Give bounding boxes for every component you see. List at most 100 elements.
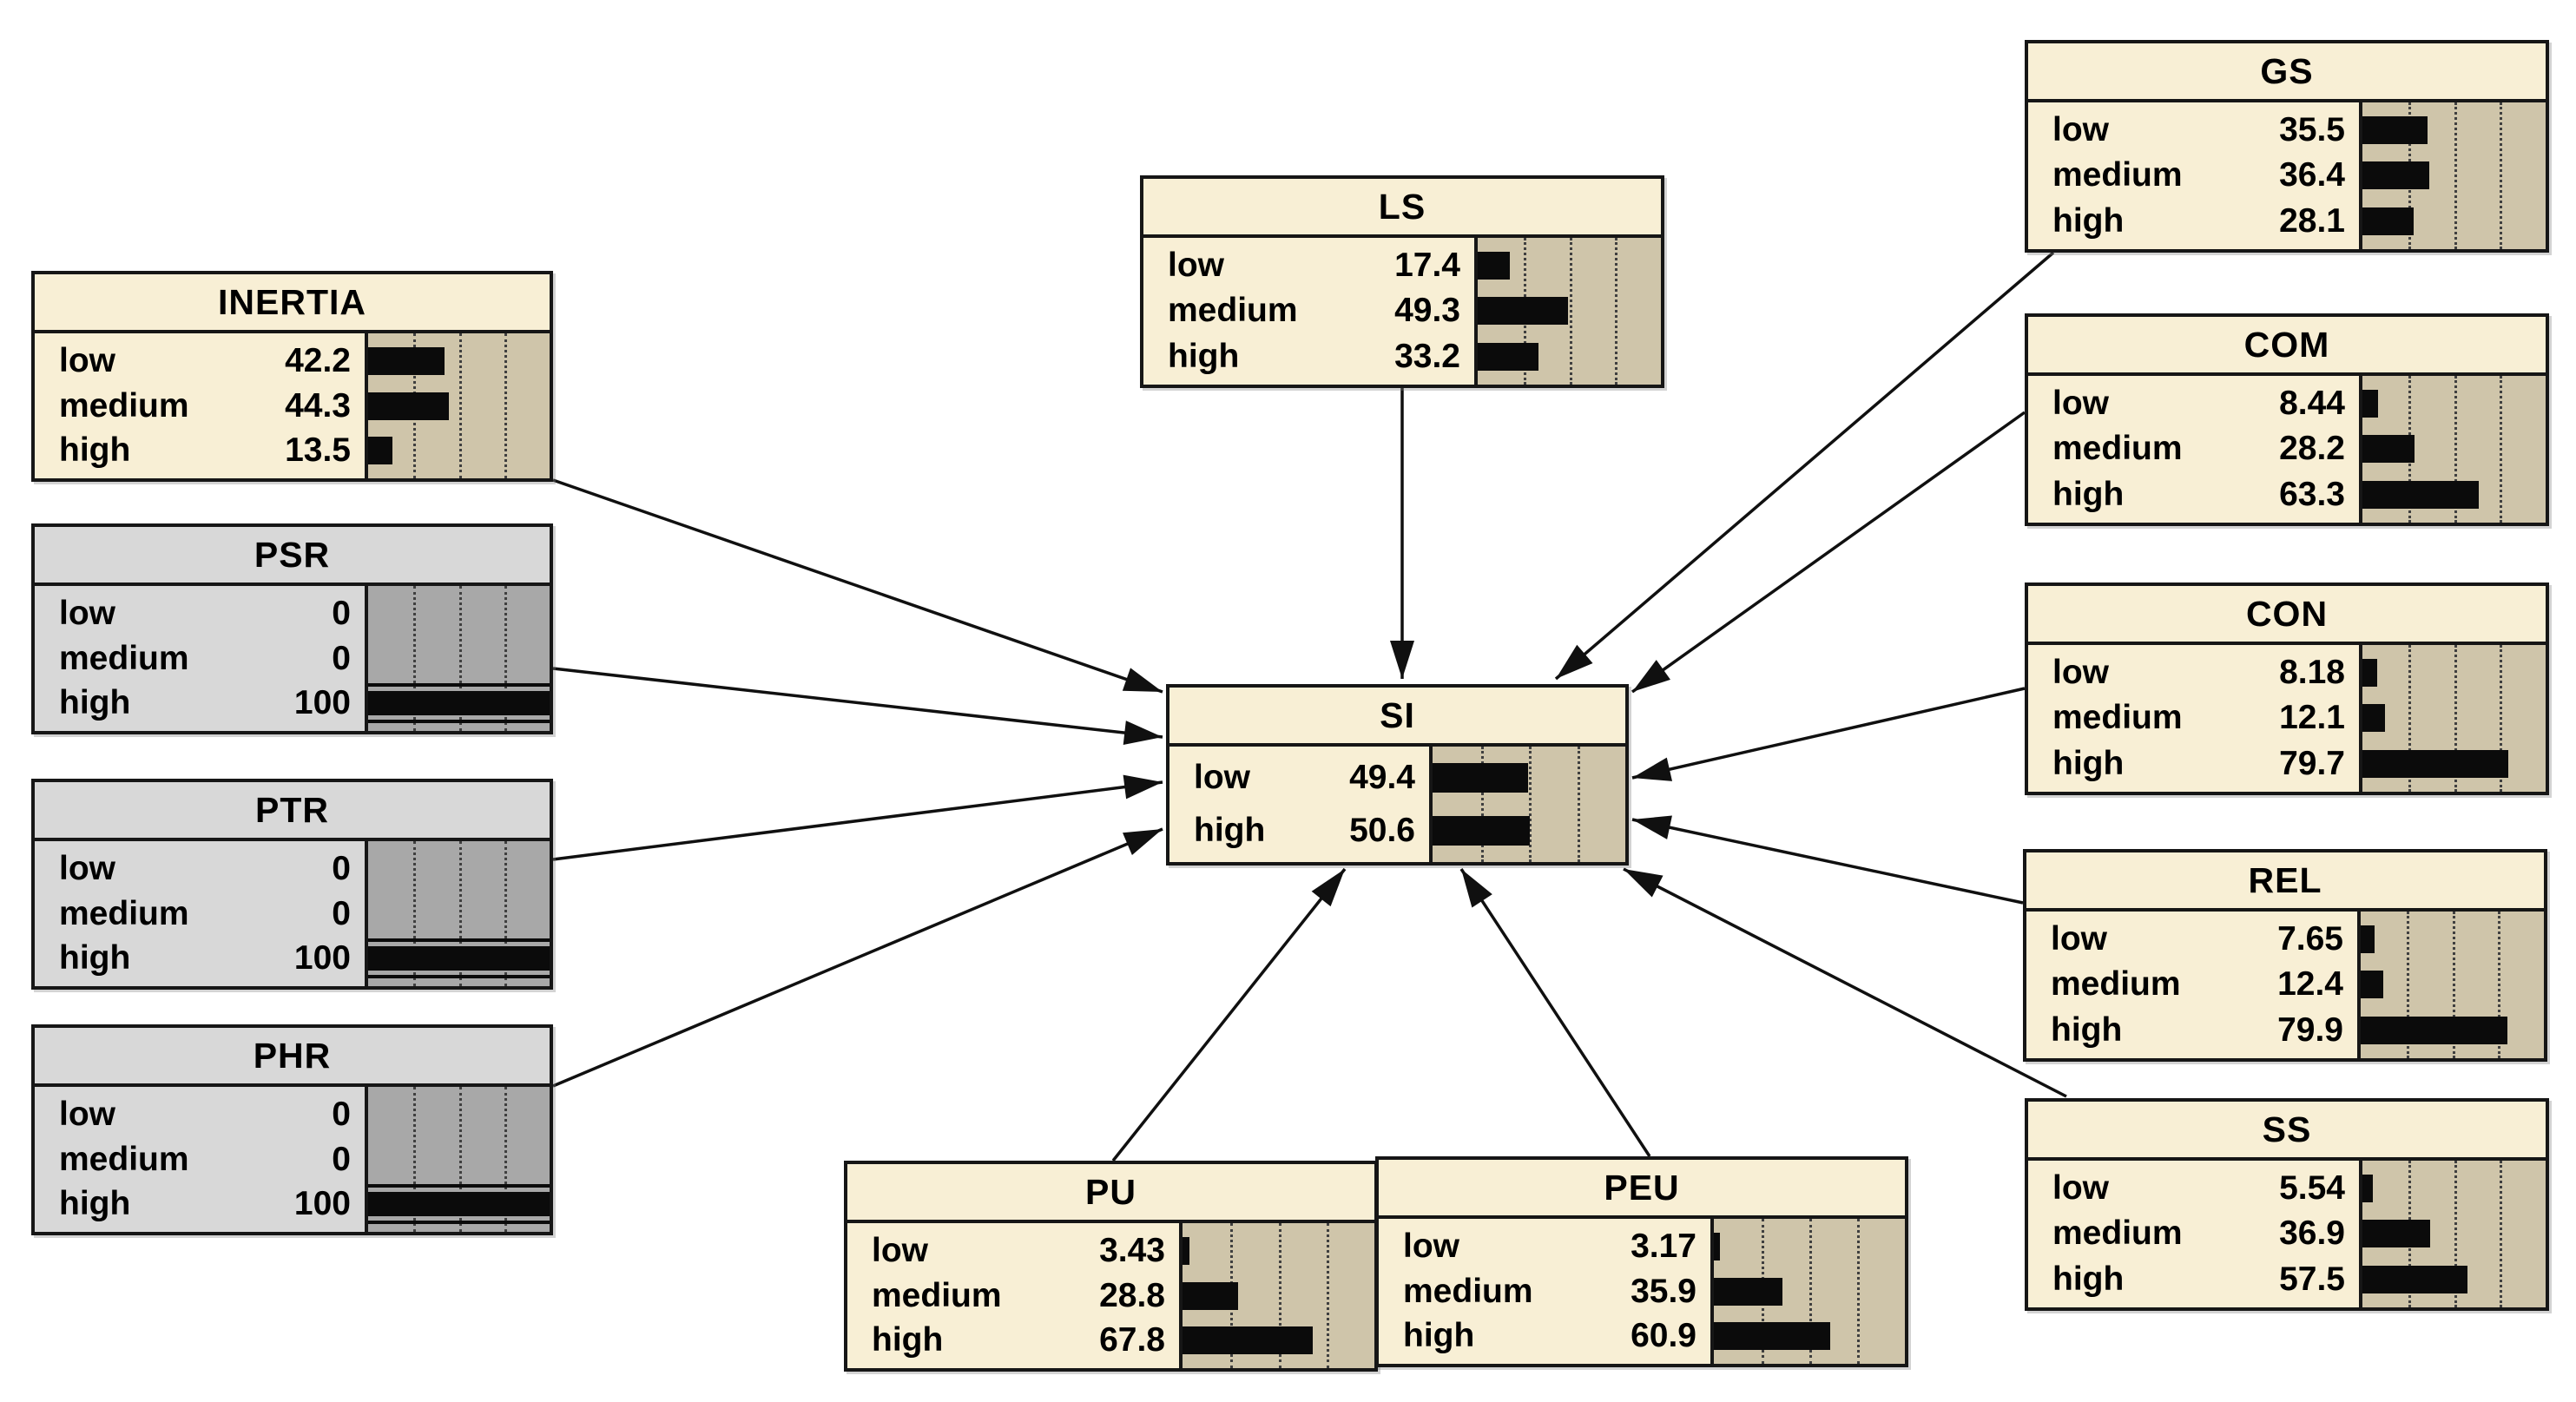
probability-bar	[368, 683, 550, 724]
state-rows: low 42.2 medium 44.3 high 13.5	[35, 339, 550, 473]
state-row-medium[interactable]: medium 36.4	[2028, 153, 2546, 198]
node-com[interactable]: COM low 8.44 medium 28.2 high 63.3	[2025, 313, 2549, 526]
state-label: low	[2052, 654, 2109, 692]
node-body: low 42.2 medium 44.3 high 13.5	[35, 333, 550, 478]
state-bar-zone	[2362, 426, 2546, 471]
state-row-low[interactable]: low 0	[35, 1092, 550, 1137]
gridline-25	[1480, 747, 1484, 862]
probability-bar	[1714, 1322, 1830, 1351]
node-title: SI	[1169, 688, 1625, 747]
state-value: 12.4	[2277, 965, 2343, 1004]
state-row-high[interactable]: high 33.2	[1143, 334, 1661, 379]
state-label: medium	[2052, 1214, 2183, 1253]
state-value: 67.8	[1099, 1321, 1165, 1359]
state-rows: low 8.18 medium 12.1 high 79.7	[2028, 650, 2546, 787]
state-bar-zone	[1714, 1269, 1905, 1314]
node-peu[interactable]: PEU low 3.17 medium 35.9 high 60.9	[1375, 1156, 1908, 1367]
state-row-high[interactable]: high 100	[35, 681, 550, 726]
state-label: high	[59, 1185, 131, 1223]
state-label: medium	[2052, 699, 2183, 737]
state-row-high[interactable]: high 60.9	[1379, 1313, 1905, 1359]
state-row-medium[interactable]: medium 12.4	[2026, 962, 2544, 1007]
state-row-high[interactable]: high 13.5	[35, 428, 550, 473]
probability-bar	[2362, 116, 2428, 145]
state-row-medium[interactable]: medium 35.9	[1379, 1269, 1905, 1314]
state-row-medium[interactable]: medium 28.2	[2028, 426, 2546, 471]
node-pu[interactable]: PU low 3.43 medium 28.8 high 67.8	[844, 1161, 1378, 1372]
state-row-high[interactable]: high 100	[35, 936, 550, 981]
node-si[interactable]: SI low 49.4 high 50.6	[1166, 684, 1629, 866]
state-rows: low 3.43 medium 28.8 high 67.8	[847, 1228, 1374, 1363]
node-body: low 3.17 medium 35.9 high 60.9	[1379, 1219, 1905, 1364]
node-rel[interactable]: REL low 7.65 medium 12.4 high 79.9	[2023, 849, 2547, 1062]
gridline-25	[413, 586, 417, 731]
state-row-medium[interactable]: medium 28.8	[847, 1274, 1374, 1319]
state-row-high[interactable]: high 28.1	[2028, 199, 2546, 244]
state-row-low[interactable]: low 7.65	[2026, 917, 2544, 962]
state-bar-zone	[2362, 1257, 2546, 1302]
state-row-high[interactable]: high 63.3	[2028, 472, 2546, 517]
node-psr[interactable]: PSR low 0 medium 0 high 100	[31, 523, 553, 734]
edge-PEU-SI	[1459, 868, 1651, 1157]
state-row-low[interactable]: low 49.4	[1169, 752, 1625, 805]
state-row-low[interactable]: low 17.4	[1143, 243, 1661, 288]
gridline-75	[504, 841, 507, 986]
state-row-medium[interactable]: medium 44.3	[35, 384, 550, 429]
edge-PTR-SI	[552, 774, 1163, 861]
state-row-low[interactable]: low 0	[35, 591, 550, 636]
node-con[interactable]: CON low 8.18 medium 12.1 high 79.7	[2025, 583, 2549, 795]
probability-bar	[1183, 1281, 1238, 1310]
state-row-medium[interactable]: medium 0	[35, 892, 550, 937]
node-gs[interactable]: GS low 35.5 medium 36.4 high 28.1	[2025, 40, 2549, 253]
state-row-high[interactable]: high 100	[35, 1181, 550, 1227]
state-row-medium[interactable]: medium 0	[35, 636, 550, 681]
probability-bar	[2362, 1175, 2373, 1203]
probability-bar	[2362, 480, 2479, 509]
state-row-high[interactable]: high 67.8	[847, 1318, 1374, 1363]
state-row-low[interactable]: low 8.44	[2028, 381, 2546, 426]
gridline-75	[1577, 747, 1580, 862]
probability-bar	[2362, 749, 2509, 778]
state-bar-zone	[368, 846, 550, 892]
state-row-low[interactable]: low 0	[35, 846, 550, 892]
state-label: medium	[1403, 1272, 1533, 1310]
state-row-medium[interactable]: medium 0	[35, 1137, 550, 1182]
node-ptr[interactable]: PTR low 0 medium 0 high 100	[31, 779, 553, 990]
edge-PSR-SI	[552, 667, 1163, 745]
state-row-low[interactable]: low 8.18	[2028, 650, 2546, 695]
node-ss[interactable]: SS low 5.54 medium 36.9 high 57.5	[2025, 1098, 2549, 1311]
state-value: 79.9	[2277, 1010, 2343, 1049]
node-phr[interactable]: PHR low 0 medium 0 high 100	[31, 1024, 553, 1235]
state-bar-zone	[2361, 1008, 2544, 1053]
state-value: 28.8	[1099, 1276, 1165, 1314]
state-row-medium[interactable]: medium 12.1	[2028, 695, 2546, 740]
state-bar-zone	[1714, 1313, 1905, 1359]
state-row-low[interactable]: low 3.17	[1379, 1224, 1905, 1269]
state-value: 8.18	[2279, 654, 2345, 692]
gridline-25	[413, 841, 417, 986]
state-bar-zone	[2362, 650, 2546, 695]
state-row-high[interactable]: high 79.9	[2026, 1008, 2544, 1053]
state-row-low[interactable]: low 42.2	[35, 339, 550, 384]
gridline-75	[1615, 238, 1618, 385]
state-row-high[interactable]: high 57.5	[2028, 1257, 2546, 1302]
state-row-high[interactable]: high 50.6	[1169, 805, 1625, 858]
node-title: LS	[1143, 179, 1661, 238]
state-row-low[interactable]: low 3.43	[847, 1228, 1374, 1274]
state-row-low[interactable]: low 5.54	[2028, 1166, 2546, 1211]
state-row-low[interactable]: low 35.5	[2028, 108, 2546, 153]
state-rows: low 3.17 medium 35.9 high 60.9	[1379, 1224, 1905, 1359]
state-row-medium[interactable]: medium 49.3	[1143, 288, 1661, 333]
state-rows: low 35.5 medium 36.4 high 28.1	[2028, 108, 2546, 244]
state-bar-zone	[1714, 1224, 1905, 1269]
gridline-50	[2454, 376, 2457, 523]
node-inertia[interactable]: INERTIA low 42.2 medium 44.3 high 13.5	[31, 271, 553, 482]
state-label: high	[59, 939, 131, 977]
state-row-medium[interactable]: medium 36.9	[2028, 1211, 2546, 1256]
node-body: low 17.4 medium 49.3 high 33.2	[1143, 238, 1661, 385]
state-value: 7.65	[2277, 920, 2343, 958]
state-row-high[interactable]: high 79.7	[2028, 741, 2546, 787]
probability-bar	[2361, 971, 2384, 999]
state-label: low	[59, 849, 115, 887]
node-ls[interactable]: LS low 17.4 medium 49.3 high 33.2	[1140, 175, 1664, 388]
